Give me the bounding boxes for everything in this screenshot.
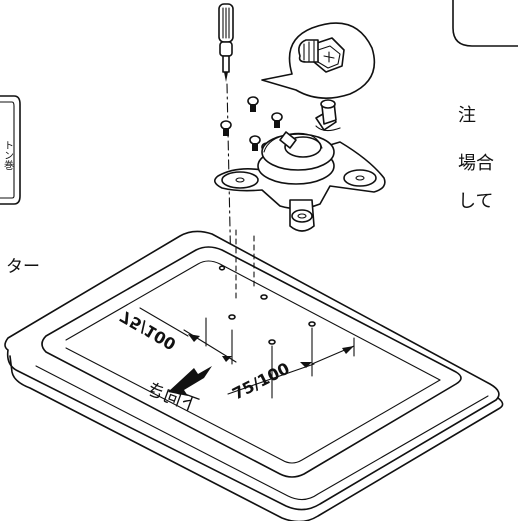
right-text-line1: 注: [458, 105, 476, 126]
screw-3: [220, 120, 232, 136]
right-text-line2: 場合: [458, 153, 494, 174]
screw-2: [271, 112, 283, 128]
step-frame: [452, 0, 518, 47]
left-bottom-text: ター: [6, 257, 40, 277]
monitor-panel: [4, 229, 504, 521]
mounting-bracket: [214, 99, 386, 232]
screw-callout-icon: [261, 22, 376, 99]
screwdriver-icon: [218, 3, 234, 82]
screw-4: [249, 135, 261, 151]
screw-1: [247, 96, 259, 112]
left-vertical-text: トン巻: [2, 140, 14, 170]
right-text-line3: して: [458, 191, 493, 212]
left-bracket-box: トン巻: [0, 95, 21, 205]
front-arrow-icon: [168, 366, 212, 396]
